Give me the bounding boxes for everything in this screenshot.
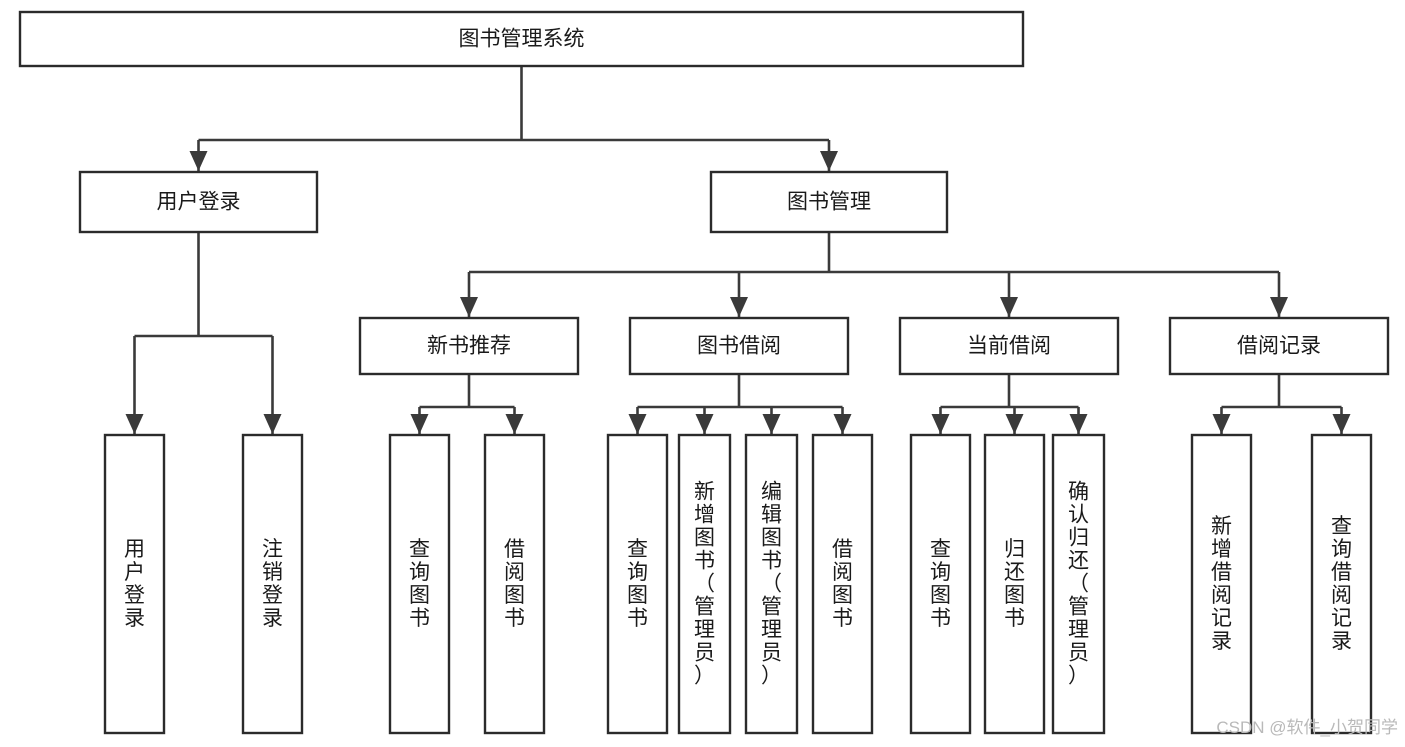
node-label: 查询图书 xyxy=(930,538,951,630)
node-label: 图书管理系统 xyxy=(459,28,585,51)
csdn-watermark: CSDN @软件_小贺同学 xyxy=(1216,718,1398,737)
node-box[interactable] xyxy=(241,433,304,735)
arrow-head-icon xyxy=(762,414,781,434)
node-leaf-borrow-book-2[interactable]: 借阅图书 xyxy=(811,433,874,735)
node-box[interactable] xyxy=(744,433,799,735)
node-label: 查询图书 xyxy=(409,538,430,630)
arrow-head-icon xyxy=(189,151,208,171)
arrow-head-icon xyxy=(263,414,282,434)
arrow-head-icon xyxy=(1332,414,1351,434)
node-label: 用户登录 xyxy=(124,538,145,630)
node-box[interactable] xyxy=(1051,433,1106,735)
node-leaf-query-book-1[interactable]: 查询图书 xyxy=(388,433,451,735)
node-box[interactable] xyxy=(103,433,166,735)
node-new-book-recommend[interactable]: 新书推荐 xyxy=(358,316,580,376)
node-box[interactable] xyxy=(388,433,451,735)
node-leaf-logout-login[interactable]: 注销登录 xyxy=(241,433,304,735)
node-leaf-add-borrow-record[interactable]: 新增借阅记录 xyxy=(1190,433,1253,735)
node-box[interactable] xyxy=(1310,433,1373,735)
node-user-login[interactable]: 用户登录 xyxy=(78,170,319,234)
node-box[interactable] xyxy=(483,433,546,735)
node-leaf-user-login[interactable]: 用户登录 xyxy=(103,433,166,735)
node-label: 归还图书 xyxy=(1004,538,1025,630)
arrow-head-icon xyxy=(695,414,714,434)
arrow-head-icon xyxy=(1212,414,1231,434)
node-leaf-query-book-2[interactable]: 查询图书 xyxy=(606,433,669,735)
node-label: 图书借阅 xyxy=(697,335,781,358)
arrow-head-icon xyxy=(1000,297,1018,317)
node-box[interactable] xyxy=(811,433,874,735)
node-box[interactable] xyxy=(1168,316,1390,376)
node-leaf-add-book[interactable]: 新增图书（管理员） xyxy=(677,433,732,735)
node-label: 新增图书（管理员） xyxy=(694,480,715,687)
node-label: 查询借阅记录 xyxy=(1331,515,1352,653)
node-box[interactable] xyxy=(606,433,669,735)
connector-layer xyxy=(125,66,1351,434)
node-box[interactable] xyxy=(677,433,732,735)
node-borrow-record[interactable]: 借阅记录 xyxy=(1168,316,1390,376)
node-leaf-return-book[interactable]: 归还图书 xyxy=(983,433,1046,735)
node-leaf-confirm-return[interactable]: 确认归还（管理员） xyxy=(1051,433,1106,735)
node-leaf-borrow-book-1[interactable]: 借阅图书 xyxy=(483,433,546,735)
arrow-head-icon xyxy=(820,151,838,171)
node-label: 编辑图书（管理员） xyxy=(761,480,782,687)
node-layer: 图书管理系统用户登录图书管理新书推荐图书借阅当前借阅借阅记录用户登录注销登录查询… xyxy=(18,10,1390,735)
node-box[interactable] xyxy=(78,170,319,234)
node-label: 当前借阅 xyxy=(967,335,1051,358)
node-current-borrow[interactable]: 当前借阅 xyxy=(898,316,1120,376)
arrow-head-icon xyxy=(410,414,429,434)
node-label: 借阅图书 xyxy=(832,538,853,630)
node-label: 图书管理 xyxy=(787,191,871,214)
node-label: 确认归还（管理员） xyxy=(1068,480,1089,687)
node-box[interactable] xyxy=(898,316,1120,376)
arrow-head-icon xyxy=(1005,414,1024,434)
node-label: 注销登录 xyxy=(262,538,283,630)
node-label: 借阅记录 xyxy=(1237,335,1321,358)
arrow-head-icon xyxy=(833,414,852,434)
node-label: 用户登录 xyxy=(157,191,241,214)
node-book-management[interactable]: 图书管理 xyxy=(709,170,949,234)
node-label: 新书推荐 xyxy=(427,335,511,358)
node-book-borrow[interactable]: 图书借阅 xyxy=(628,316,850,376)
arrow-head-icon xyxy=(505,414,524,434)
node-box[interactable] xyxy=(18,10,1025,68)
node-label: 新增借阅记录 xyxy=(1211,515,1232,653)
node-box[interactable] xyxy=(358,316,580,376)
arrow-head-icon xyxy=(730,297,748,317)
arrow-head-icon xyxy=(1270,297,1288,317)
node-root[interactable]: 图书管理系统 xyxy=(18,10,1025,68)
arrow-head-icon xyxy=(125,414,144,434)
arrow-head-icon xyxy=(1069,414,1088,434)
node-leaf-query-book-3[interactable]: 查询图书 xyxy=(909,433,972,735)
node-leaf-edit-book[interactable]: 编辑图书（管理员） xyxy=(744,433,799,735)
node-box[interactable] xyxy=(709,170,949,234)
arrow-head-icon xyxy=(931,414,950,434)
node-leaf-query-borrow-record[interactable]: 查询借阅记录 xyxy=(1310,433,1373,735)
arrow-head-icon xyxy=(628,414,647,434)
arrow-head-icon xyxy=(460,297,478,317)
node-label: 借阅图书 xyxy=(504,538,525,630)
node-box[interactable] xyxy=(1190,433,1253,735)
node-box[interactable] xyxy=(628,316,850,376)
node-box[interactable] xyxy=(909,433,972,735)
node-label: 查询图书 xyxy=(627,538,648,630)
node-box[interactable] xyxy=(983,433,1046,735)
